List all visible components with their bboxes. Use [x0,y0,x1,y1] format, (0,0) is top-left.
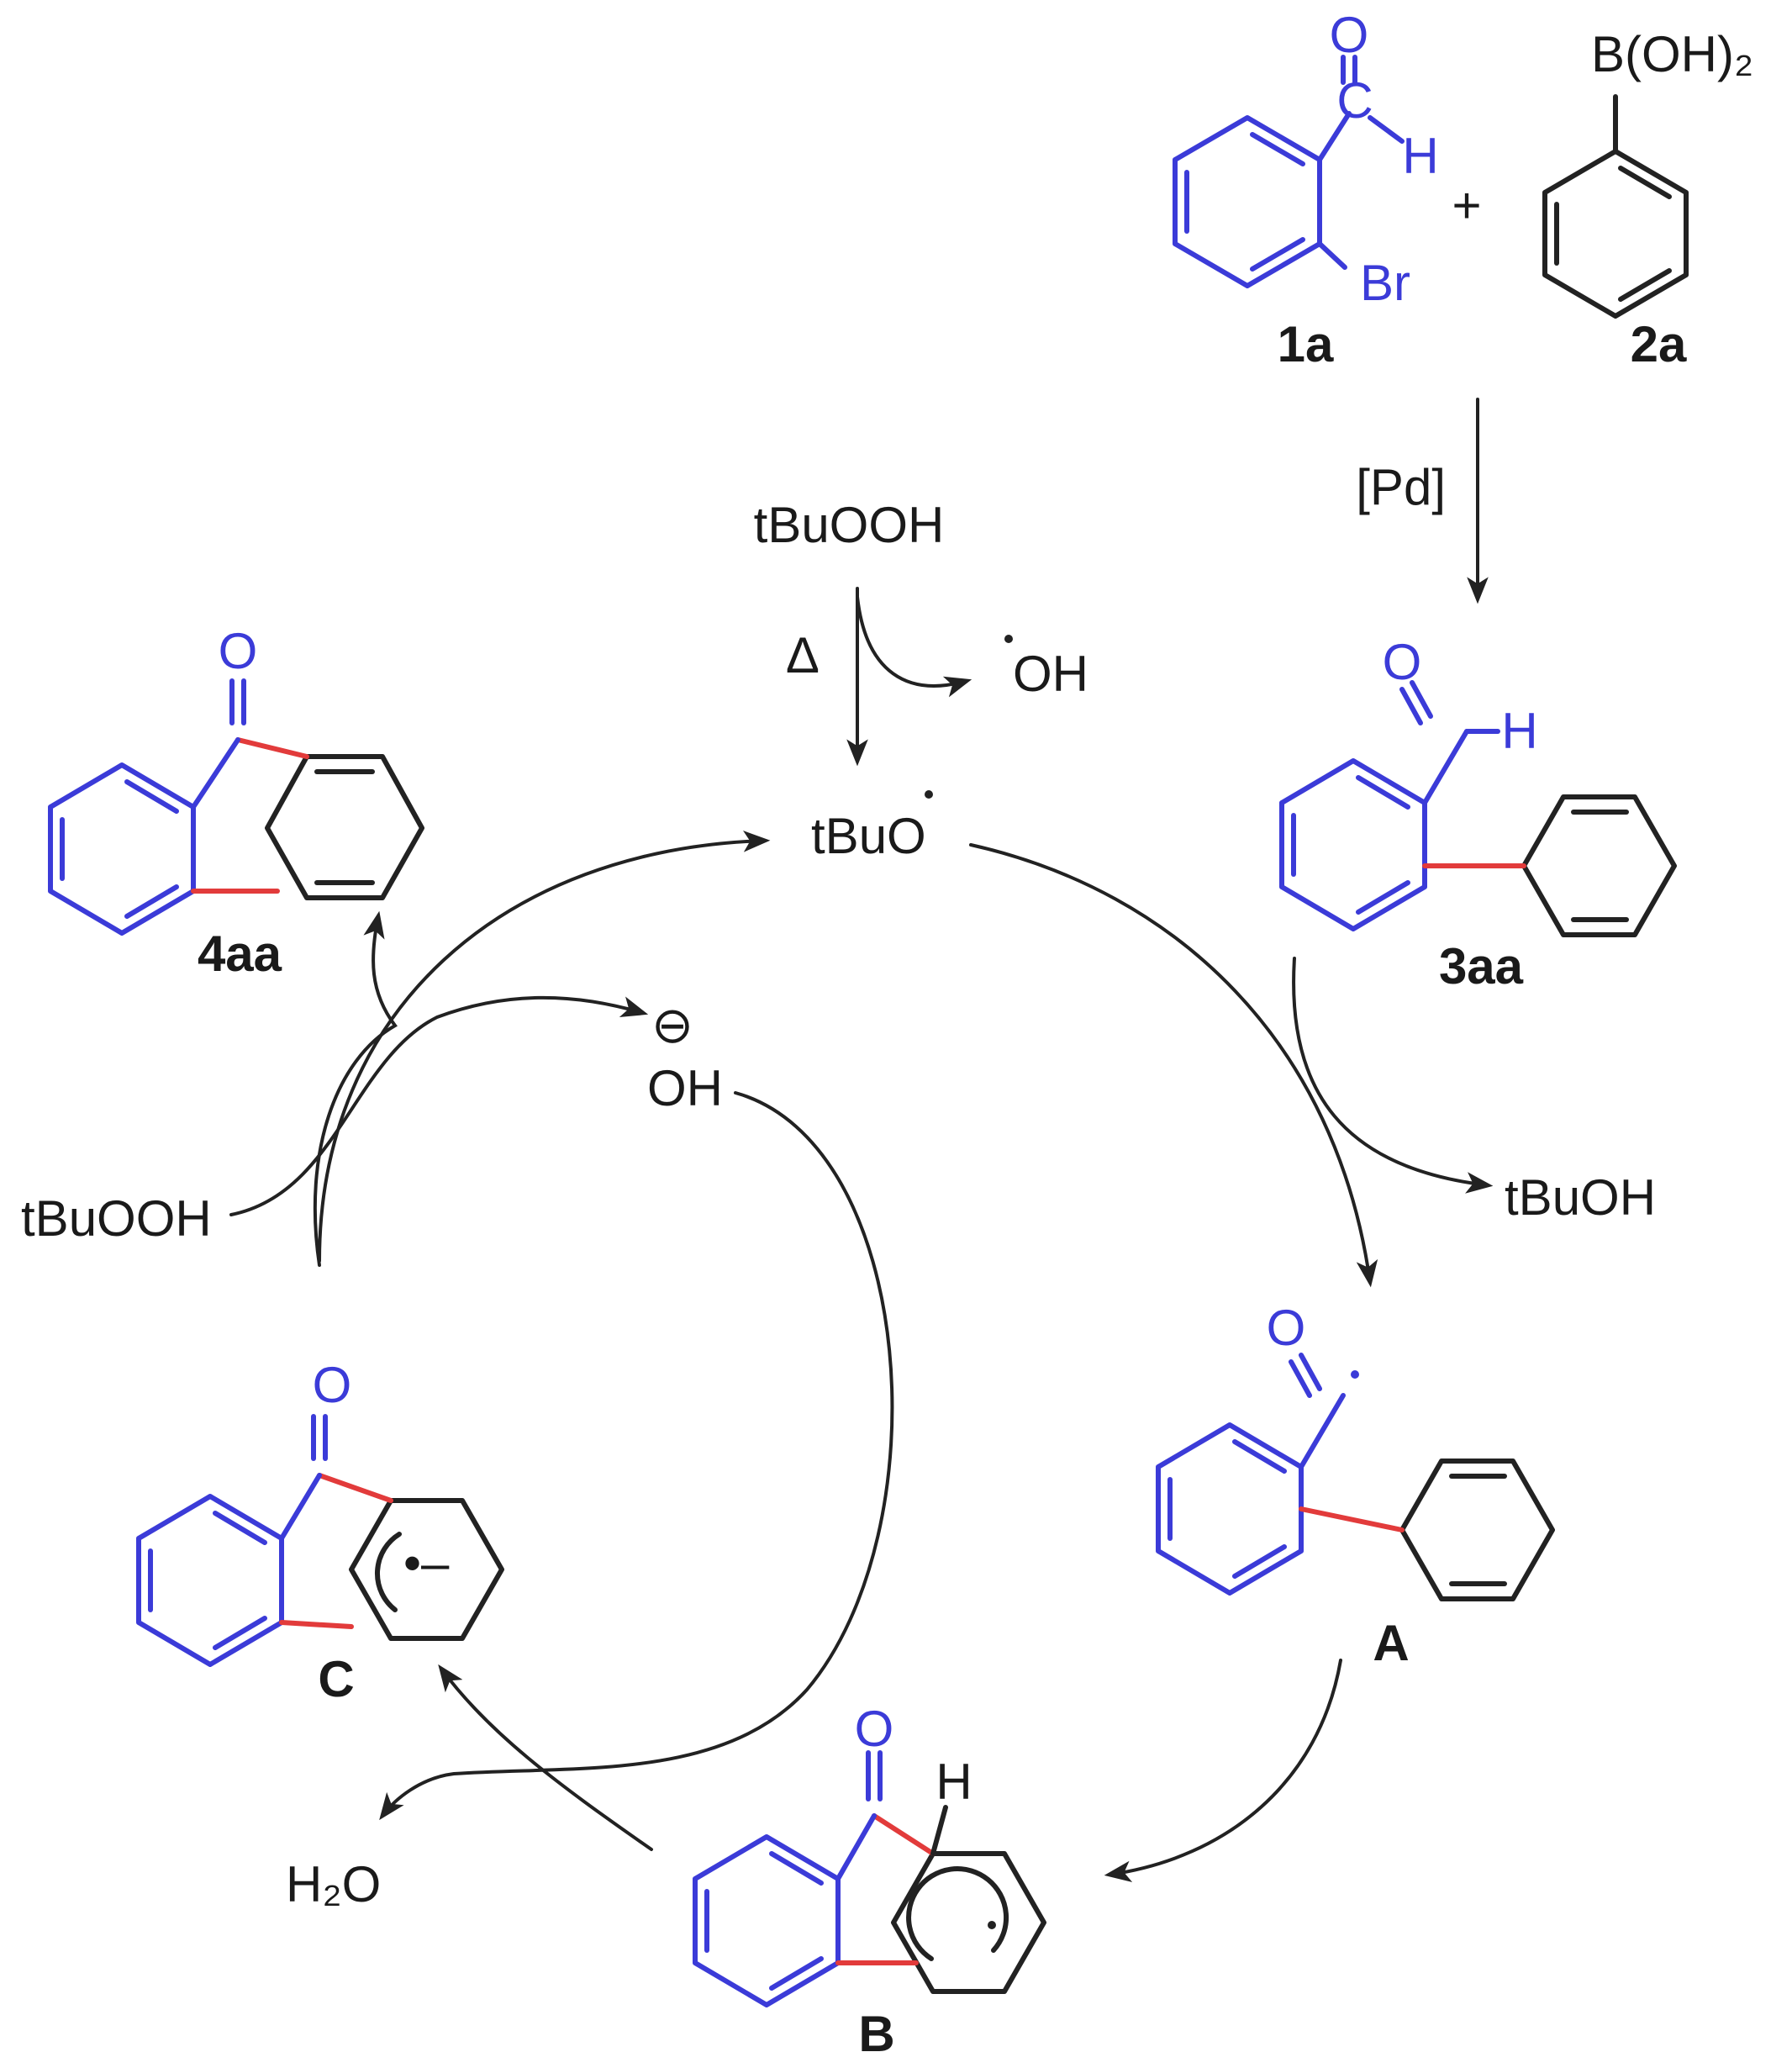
B-sp3-hydrogen: H [936,1754,972,1810]
label-B: B [858,2006,894,2052]
deprotonation-arrow [438,1664,653,1851]
hydroxide-base-arrow [379,1091,894,1821]
plus-sign: + [1452,177,1481,234]
label-1a: 1a [1278,316,1334,372]
oxidation-arrow-to-4aa [313,910,398,1267]
reactant-2a-structure [1542,94,1689,319]
label-C: C [318,1651,354,1707]
label-4aa: 4aa [198,926,282,982]
product-4aa-structure [48,678,424,936]
label-A: A [1373,1615,1409,1671]
intermediate-C-structure [136,1414,504,1667]
C-oxygen: O [313,1357,352,1413]
2a-boronic-acid-group: B(OH)₂ [1591,26,1753,82]
3aa-hydrogen: H [1501,703,1537,759]
label-2a: 2a [1631,316,1687,372]
intermediate-A-structure [1156,1353,1555,1601]
hydroxyl-radical: OH [1013,646,1088,702]
C-radical-anion-charge: •– [403,1535,450,1591]
tbuooh-to-hydroxide-arrow [229,995,649,1216]
hydroxyl-radical-dot [1004,635,1013,643]
tbuooh-oxidant: tBuOOH [21,1190,212,1247]
intermediate-B-structure [693,1750,1046,2007]
tbuo-radical-dot [925,790,933,799]
hydroxide-anion: OH [647,1060,723,1116]
A-acyl-radical-dot [1351,1370,1359,1379]
1a-bromine: Br [1360,255,1410,311]
pd-catalyst-label: [Pd] [1356,459,1446,515]
A-oxygen: O [1267,1300,1306,1356]
3aa-oxygen: O [1383,634,1422,690]
tbuo-radical: tBuO [811,808,926,864]
cyclization-arrow [1104,1659,1342,1883]
intermediate-3aa-structure [1279,680,1677,937]
1a-carbonyl-oxygen: O [1330,7,1369,63]
hydroxide-charge: ⊖ [651,997,693,1053]
heat-symbol: Δ [786,627,820,683]
B-oxygen: O [855,1701,894,1757]
hat-arrow-to-A [969,843,1378,1288]
tbuoh-byproduct: tBuOH [1505,1169,1656,1226]
tbuooh-initiator: tBuOOH [754,497,945,553]
1a-carbonyl-carbon: C [1336,72,1373,129]
hydroxyl-release-arrow [856,595,972,698]
tbuoh-release-arrow [1292,957,1494,1194]
4aa-oxygen: O [219,623,258,679]
B-radical-dot [988,1921,996,1929]
reactant-1a-structure [1173,55,1405,288]
label-3aa: 3aa [1439,938,1524,994]
1a-aldehyde-hydrogen: H [1402,128,1438,184]
radical-regeneration-arrow [318,831,771,1263]
water-byproduct: H₂O [286,1856,381,1912]
